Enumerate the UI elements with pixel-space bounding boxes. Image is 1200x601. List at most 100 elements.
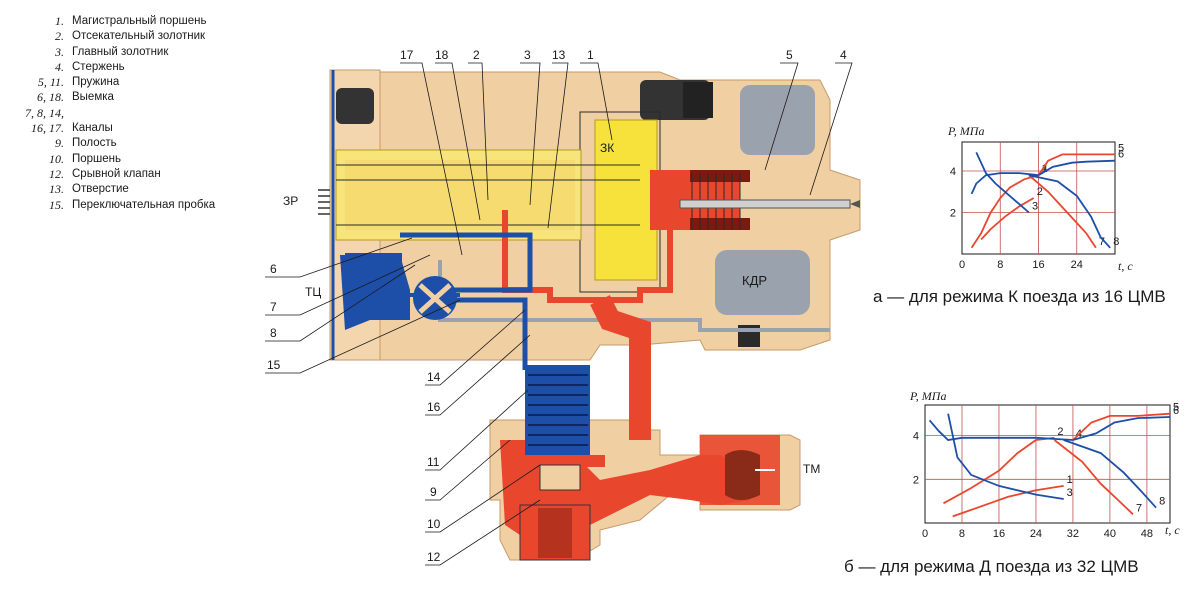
x-tick-label: 24 — [1030, 528, 1042, 540]
legend-item: 5, 11. Пружина — [0, 75, 240, 90]
callout-11: 11 — [427, 455, 440, 469]
legend-item: 12.Срывной клапан — [0, 167, 240, 182]
legend-text: Пружина — [72, 76, 120, 89]
legend-text: Отсекательный золотник — [72, 30, 206, 43]
plot-frame — [924, 404, 1171, 524]
legend-item: 2. Отсекательный золотник — [0, 29, 240, 44]
legend-text: Магистральный поршень — [72, 15, 207, 27]
legend-item: 16, 17. Каналы — [0, 121, 240, 136]
legend-text: Полость — [72, 137, 117, 150]
callout-15: 15 — [267, 358, 281, 372]
series-label-3: 3 — [1032, 201, 1038, 213]
legend-item: 13. Отверстие — [0, 182, 240, 197]
callout-16: 16 — [427, 400, 441, 414]
zone-label-tm: ТМ — [803, 462, 820, 476]
series-label-5: 5 — [1118, 142, 1124, 154]
x-tick-label: 16 — [1032, 259, 1044, 271]
callout-13: 13 — [552, 48, 566, 62]
y-tick-label: 4 — [950, 166, 956, 178]
series-line-3 — [947, 413, 1064, 500]
callout-1: 1 — [587, 48, 594, 62]
series-label-8: 8 — [1113, 236, 1119, 248]
series-line-7 — [1053, 439, 1134, 515]
legend-item: 15.Переключательная пробка — [0, 198, 240, 213]
series-line-1 — [952, 485, 1064, 518]
x-tick-label: 8 — [997, 259, 1003, 271]
series-label-6: 6 — [1118, 149, 1124, 161]
series-label-7: 7 — [1099, 236, 1105, 248]
x-tick-label: 0 — [959, 259, 965, 271]
y-tick-label: 2 — [913, 474, 919, 486]
legend-number: 4. — [55, 59, 64, 74]
callouts-top: 17 18 2 3 13 1 5 4 — [400, 48, 847, 62]
series-line-4 — [970, 172, 1039, 195]
x-tick-label: 48 — [1141, 528, 1153, 540]
series-line-7 — [1028, 174, 1097, 249]
zone-label-zk: ЗК — [600, 141, 614, 155]
chart-caption: б — для режима Д поезда из 32 ЦМВ — [844, 557, 1139, 576]
legend-number: 6, 18. — [37, 90, 64, 105]
callout-18: 18 — [435, 48, 449, 62]
series-line-6 — [1072, 416, 1171, 441]
legend-item: 1. Магистральный поршень — [0, 14, 240, 29]
legend-number: 10. — [49, 151, 64, 166]
chart-caption: а — для режима К поезда из 16 ЦМВ — [873, 287, 1166, 306]
series-line-1 — [970, 174, 1039, 249]
leader-lines — [265, 62, 853, 566]
y-axis-label: P, МПа — [947, 124, 984, 138]
series-label-5: 5 — [1173, 402, 1179, 414]
x-tick-label: 16 — [993, 528, 1005, 540]
y-axis-label: P, МПа — [909, 389, 946, 403]
legend-number: 16, 17. — [31, 121, 64, 136]
callout-6: 6 — [270, 262, 277, 276]
legend-text: Каналы — [72, 122, 113, 135]
x-tick-label: 24 — [1071, 259, 1083, 271]
legend-item: 4.Стержень — [0, 60, 240, 75]
series-line-5 — [1072, 412, 1171, 441]
legend-number: 2. — [55, 29, 64, 44]
callout-12: 12 — [427, 550, 441, 564]
y-tick-label: 2 — [950, 208, 956, 220]
valve-body — [318, 69, 861, 561]
series-label-2: 2 — [1057, 426, 1063, 438]
callouts-left: 6 7 8 15 14 16 11 9 10 12 — [267, 262, 441, 564]
series-line-6 — [1038, 159, 1116, 176]
legend-text: Главный золотник — [72, 45, 169, 58]
legend-text: Отверстие — [72, 183, 129, 196]
series-line-4 — [928, 419, 1073, 441]
series-label-2: 2 — [1037, 186, 1043, 198]
x-tick-label: 32 — [1067, 528, 1079, 540]
legend-item: 6, 18.Выемка — [0, 90, 240, 105]
legend-item: 9. Полость — [0, 136, 240, 151]
series-label-4: 4 — [1042, 163, 1048, 175]
callout-3: 3 — [524, 48, 531, 62]
x-axis-label: t, с — [1165, 523, 1180, 537]
x-tick-label: 8 — [959, 528, 965, 540]
callout-17: 17 — [400, 48, 414, 62]
callout-9: 9 — [430, 485, 437, 499]
callout-5: 5 — [786, 48, 793, 62]
zone-label-kdr: КДР — [742, 273, 767, 288]
y-tick-label: 4 — [913, 431, 919, 443]
series-line-2 — [980, 197, 1035, 241]
zone-label-tc: ТЦ — [305, 285, 321, 299]
legend-number: 12. — [49, 166, 64, 181]
legend: 1. Магистральный поршень 2. Отсекательный з… — [0, 14, 240, 213]
callout-10: 10 — [427, 517, 441, 531]
legend-number: 1. — [55, 14, 64, 28]
series-label-1: 1 — [1042, 163, 1048, 175]
series-label-8: 8 — [1159, 496, 1165, 508]
legend-number: 5, 11. — [37, 75, 64, 90]
callout-2: 2 — [473, 48, 480, 62]
callout-8: 8 — [270, 326, 277, 340]
callout-7: 7 — [270, 300, 277, 314]
legend-item: 3.Главный золотник — [0, 45, 240, 60]
legend-number: 13. — [49, 182, 64, 197]
legend-number: 15. — [49, 197, 64, 212]
series-line-8 — [1028, 174, 1111, 249]
x-tick-label: 40 — [1104, 528, 1116, 540]
legend-number: 9. — [55, 136, 64, 151]
legend-text: Поршень — [72, 152, 122, 165]
